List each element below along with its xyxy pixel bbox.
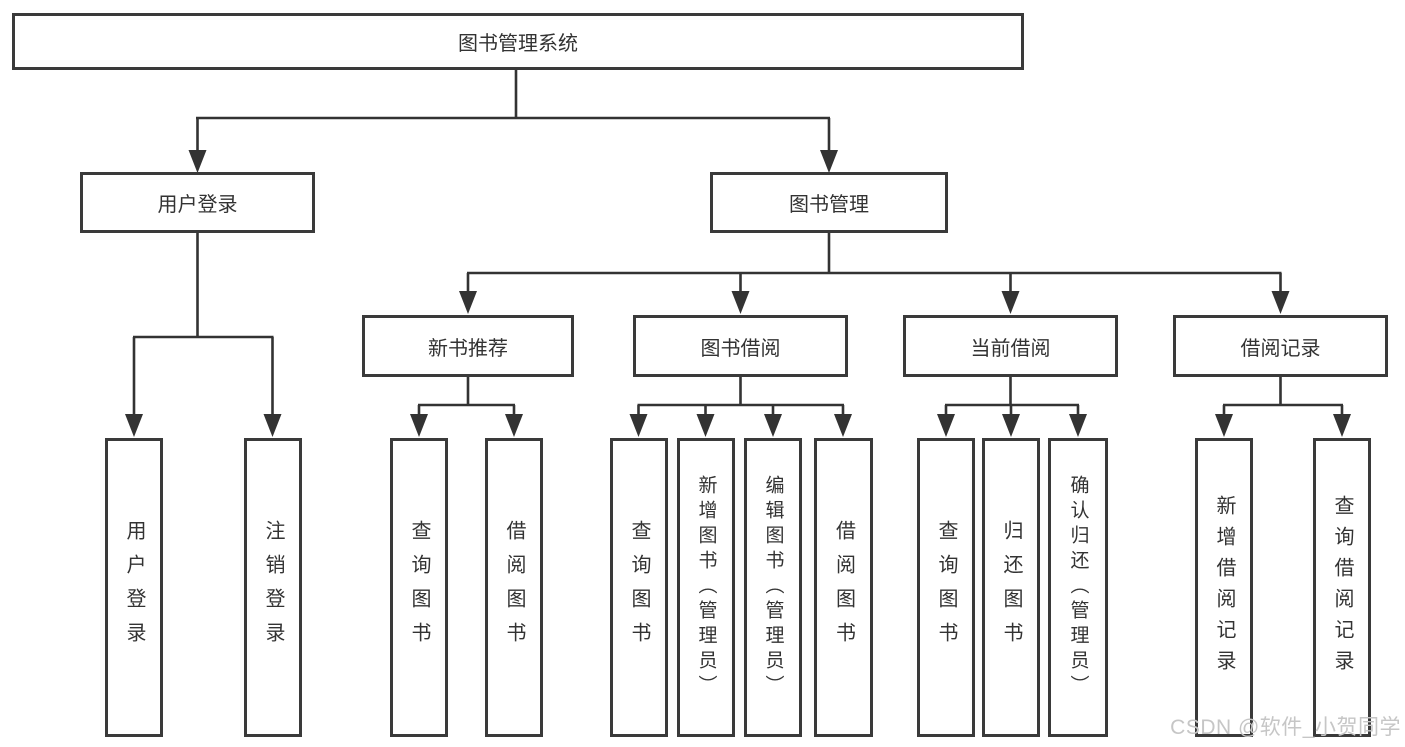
leaf-query-books-1-label: 查询图书 (408, 519, 430, 656)
node-user-login: 用户登录 (80, 172, 315, 233)
leaf-add-borrow-record: 新增借阅记录 (1195, 438, 1253, 737)
leaf-borrow-books-1-label: 借阅图书 (503, 519, 525, 656)
node-book-management: 图书管理 (710, 172, 948, 233)
leaf-add-borrow-record-label: 新增借阅记录 (1213, 494, 1235, 681)
leaf-query-borrow-record: 查询借阅记录 (1313, 438, 1371, 737)
node-current-borrowing: 当前借阅 (903, 315, 1118, 377)
leaf-add-book-admin: 新增图书（管理员） (677, 438, 735, 737)
leaf-query-books-3: 查询图书 (917, 438, 975, 737)
leaf-user-login: 用户登录 (105, 438, 163, 737)
node-new-book-recommend: 新书推荐 (362, 315, 574, 377)
leaf-query-borrow-record-label: 查询借阅记录 (1331, 494, 1353, 681)
leaf-edit-book-admin: 编辑图书（管理员） (744, 438, 802, 737)
leaf-return-books-label: 归还图书 (1000, 519, 1022, 656)
node-borrowing-records-label: 借阅记录 (1240, 337, 1321, 360)
leaf-query-books-3-label: 查询图书 (935, 519, 957, 656)
leaf-logout: 注销登录 (244, 438, 302, 737)
node-current-borrowing-label: 当前借阅 (970, 337, 1051, 360)
csdn-watermark: CSDN @软件_小贺同学 (1170, 716, 1401, 739)
leaf-borrow-books-2-label: 借阅图书 (832, 519, 855, 656)
node-user-login-label: 用户登录 (157, 194, 238, 216)
node-root-label: 图书管理系统 (458, 33, 578, 55)
leaf-return-books: 归还图书 (982, 438, 1040, 737)
node-book-borrowing-label: 图书借阅 (700, 337, 781, 360)
leaf-user-login-label: 用户登录 (123, 519, 145, 656)
node-new-book-recommend-label: 新书推荐 (428, 337, 508, 360)
node-book-borrowing: 图书借阅 (633, 315, 848, 377)
leaf-query-books-2-label: 查询图书 (628, 519, 650, 656)
leaf-query-books-2: 查询图书 (610, 438, 668, 737)
node-book-management-label: 图书管理 (789, 194, 869, 216)
node-borrowing-records: 借阅记录 (1173, 315, 1388, 377)
leaf-borrow-books-1: 借阅图书 (485, 438, 543, 737)
leaf-add-book-admin-label: 新增图书（管理员） (695, 475, 717, 700)
leaf-borrow-books-2: 借阅图书 (814, 438, 873, 737)
leaf-logout-label: 注销登录 (262, 519, 284, 656)
leaf-query-books-1: 查询图书 (390, 438, 448, 737)
leaf-edit-book-admin-label: 编辑图书（管理员） (762, 475, 784, 700)
node-root: 图书管理系统 (12, 13, 1024, 70)
leaf-confirm-return-admin: 确认归还（管理员） (1048, 438, 1108, 737)
leaf-confirm-return-admin-label: 确认归还（管理员） (1067, 475, 1089, 700)
